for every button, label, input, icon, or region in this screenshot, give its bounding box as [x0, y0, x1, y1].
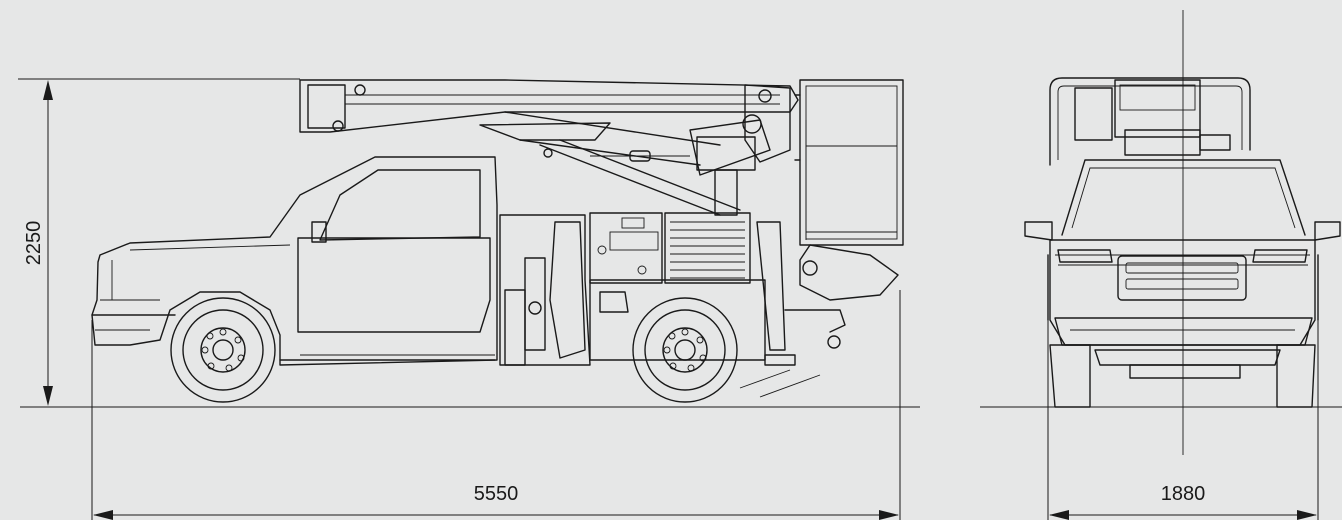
height-label: 2250: [23, 221, 45, 266]
boom-arm: [299, 79, 799, 216]
length-label: 5550: [474, 483, 519, 505]
front-view: [980, 10, 1342, 455]
truck-body-side: [91, 156, 821, 398]
front-wheel: [170, 297, 276, 403]
width-dimension: 1880: [1047, 300, 1319, 520]
height-dimension: 2250: [18, 78, 300, 406]
width-label: 1880: [1161, 483, 1206, 505]
side-view: [20, 79, 920, 408]
rear-wheel: [632, 297, 738, 403]
length-dimension: 5550: [91, 290, 901, 520]
bucket-platform: [784, 79, 904, 349]
